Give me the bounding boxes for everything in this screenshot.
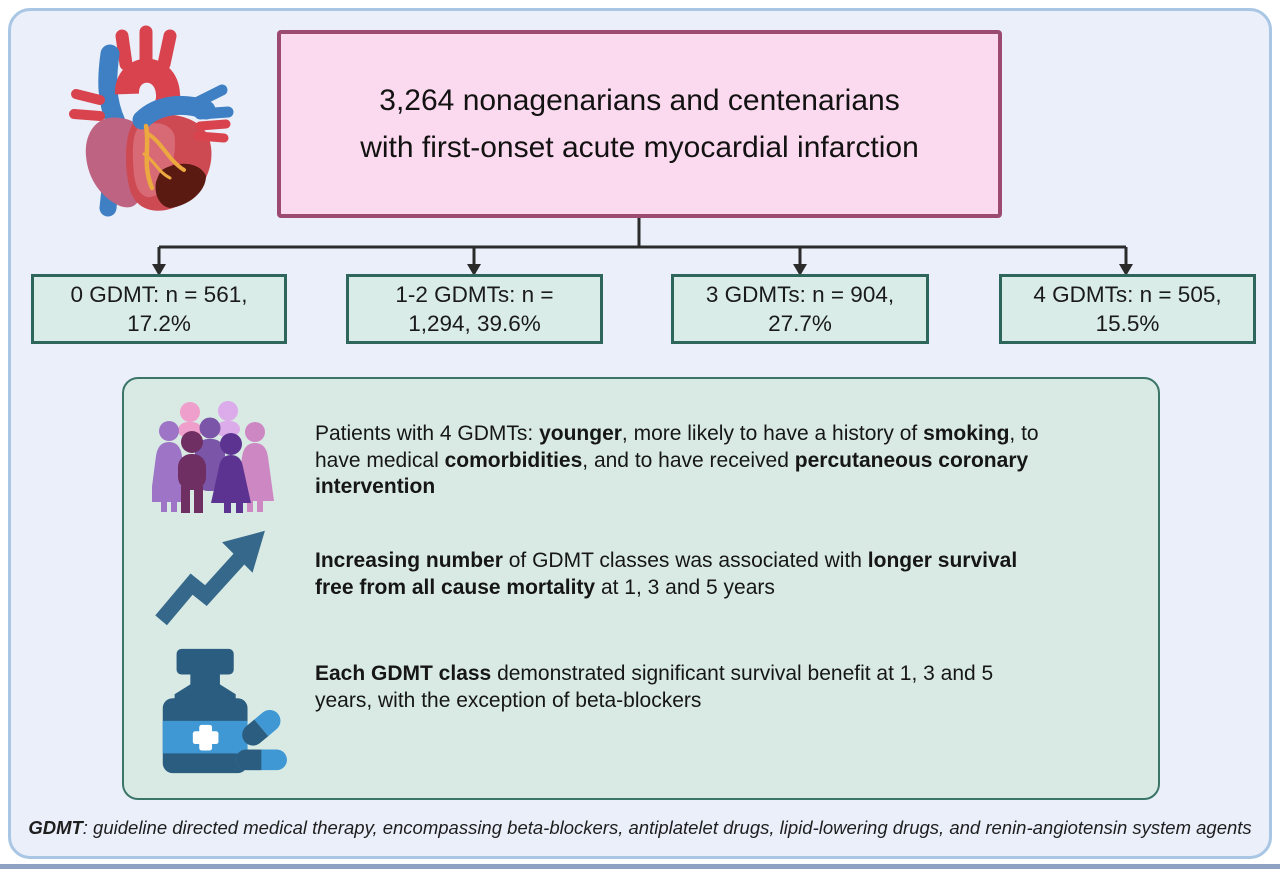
arrowhead-icon bbox=[1119, 264, 1133, 276]
arrowhead-icon bbox=[793, 264, 807, 276]
cohort-box-line-1: 3 GDMTs: n = 904, bbox=[705, 282, 895, 307]
title-line-2: with first-onset acute myocardial infarc… bbox=[360, 131, 919, 164]
flow-connector bbox=[152, 218, 1133, 276]
arrowhead-icon bbox=[152, 264, 166, 276]
footnote-text: : guideline directed medical therapy, en… bbox=[82, 817, 1252, 838]
cohort-box-1-2-gdmts: 1-2 GDMTs: n = 1,294, 39.6% bbox=[346, 274, 603, 344]
key-findings-panel bbox=[122, 377, 1160, 800]
finding-patients-characteristics: Patients with 4 GDMTs: younger, more lik… bbox=[315, 422, 1039, 498]
cohort-box-line-2: 15.5% bbox=[1095, 311, 1160, 336]
bottom-border-band bbox=[0, 864, 1280, 869]
cohort-box-line-2: 17.2% bbox=[127, 311, 191, 336]
cohort-box-line-2: 27.7% bbox=[768, 311, 832, 336]
cohort-box-line-2: 1,294, 39.6% bbox=[408, 311, 541, 336]
cohort-title-box: 3,264 nonagenarians and centenarians wit… bbox=[277, 30, 1002, 218]
arrowhead-icon bbox=[467, 264, 481, 276]
anatomical-heart-illustration bbox=[69, 25, 234, 217]
title-line-1: 3,264 nonagenarians and centenarians bbox=[379, 84, 900, 117]
crowd-icon bbox=[152, 401, 274, 513]
medication-icon bbox=[162, 648, 287, 774]
cohort-box-line-1: 0 GDMT: n = 561, bbox=[70, 282, 248, 307]
footnote: GDMT: guideline directed medical therapy… bbox=[0, 817, 1280, 839]
cohort-box-4-gdmts: 4 GDMTs: n = 505, 15.5% bbox=[999, 274, 1256, 344]
cohort-box-0-gdmt: 0 GDMT: n = 561, 17.2% bbox=[31, 274, 287, 344]
finding-class-benefit: Each GDMT class demonstrated significant… bbox=[315, 662, 994, 712]
cohort-box-3-gdmts: 3 GDMTs: n = 904, 27.7% bbox=[671, 274, 929, 344]
footnote-term: GDMT bbox=[28, 817, 83, 838]
finding-survival-association: Increasing number of GDMT classes was as… bbox=[315, 549, 1018, 599]
cohort-box-line-1: 1-2 GDMTs: n = bbox=[395, 282, 554, 307]
cohort-box-line-1: 4 GDMTs: n = 505, bbox=[1033, 282, 1222, 307]
trend-up-icon bbox=[155, 530, 265, 626]
